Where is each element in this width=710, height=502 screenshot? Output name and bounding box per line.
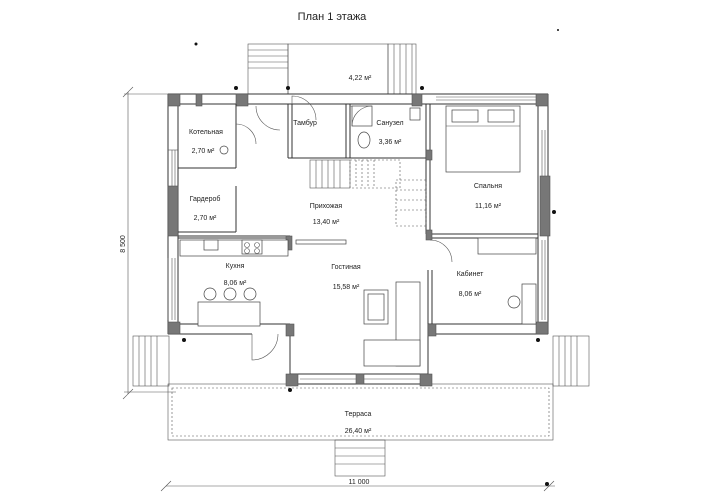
width-dimension-label: 11 000 <box>349 479 370 486</box>
room-name-vestibule: Тамбур <box>293 119 317 127</box>
room-name-boiler: Котельная <box>189 129 223 136</box>
room-name-bathroom: Санузел <box>376 120 403 127</box>
markers <box>182 29 559 392</box>
height-dimension-label: 8 500 <box>120 235 127 253</box>
interior-walls <box>178 104 538 324</box>
room-area-study: 8,06 м² <box>459 291 482 298</box>
room-name-kitchen: Кухня <box>226 263 245 270</box>
room-area-kitchen: 8,06 м² <box>224 280 247 287</box>
room-name-bedroom: Спальня <box>474 183 502 190</box>
room-name-hall: Прихожая <box>310 203 343 210</box>
room-name-living: Гостиная <box>331 264 361 271</box>
room-area-boiler: 2,70 м² <box>192 148 215 155</box>
width-dimension: 11 000 <box>160 479 555 492</box>
room-area-bedroom: 11,16 м² <box>475 203 502 210</box>
stairs <box>309 159 427 227</box>
room-area-vestibule: 4,22 м² <box>349 75 372 82</box>
room-labels: Тамбур 4,22 м² Санузел 3,36 м² Котельная… <box>189 75 502 435</box>
entrance-porch <box>247 43 417 95</box>
terrace-deck <box>132 335 590 486</box>
height-dimension: 8 500 <box>120 86 176 400</box>
room-area-terrace: 26,40 м² <box>345 428 372 435</box>
plan-title: План 1 этажа <box>298 11 368 23</box>
room-name-wardrobe: Гардероб <box>190 195 221 203</box>
exterior-walls <box>167 93 551 387</box>
room-area-living: 15,58 м² <box>333 284 360 291</box>
windows <box>167 96 546 380</box>
room-area-hall: 13,40 м² <box>313 219 340 226</box>
room-name-terrace: Терраса <box>345 411 372 418</box>
furniture <box>179 105 537 367</box>
room-name-study: Кабинет <box>457 270 484 278</box>
room-area-wardrobe: 2,70 м² <box>194 215 217 222</box>
room-area-bathroom: 3,36 м² <box>379 139 402 146</box>
